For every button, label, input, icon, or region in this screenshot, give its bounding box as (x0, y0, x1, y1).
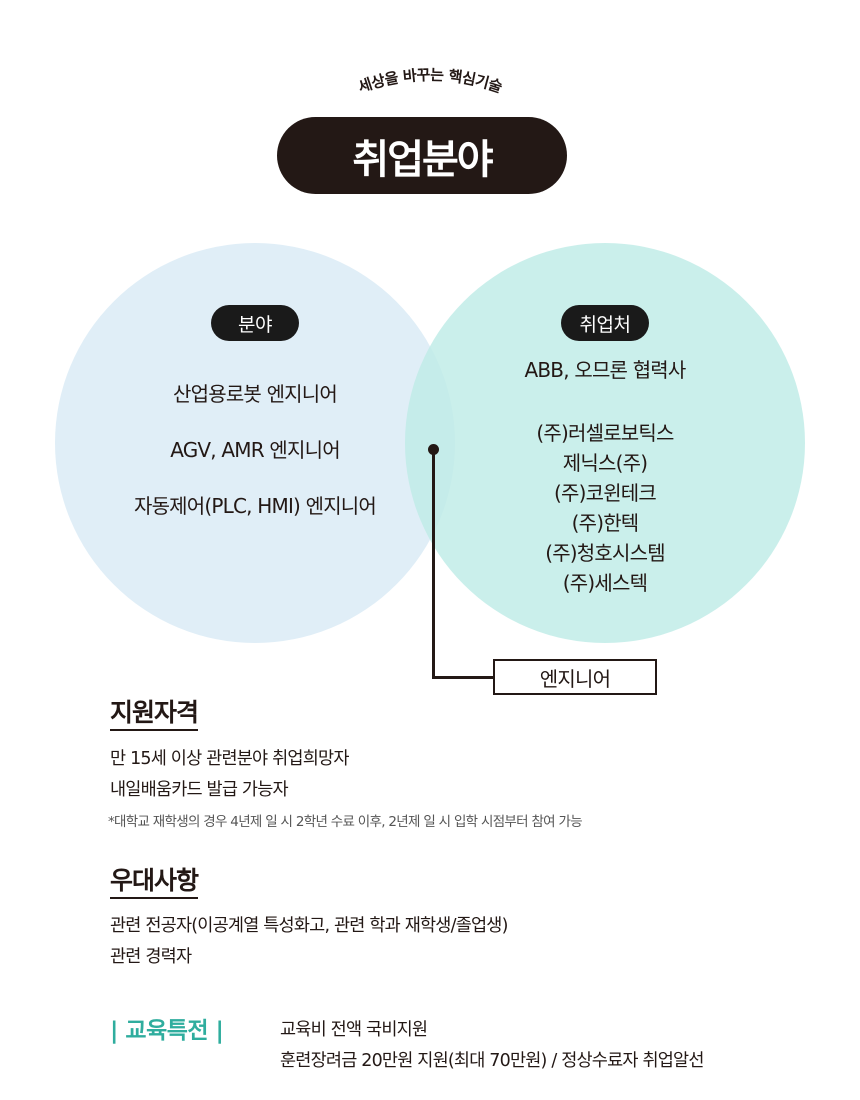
preferences-title: 우대사항 (110, 866, 199, 899)
arc-subtitle: 세상을 바꾸는 핵심기술 (330, 50, 530, 110)
field-item: 산업용로봇 엔지니어 (173, 382, 338, 406)
employer-item: (주)세스텍 (562, 571, 648, 595)
employer-list: (주)러셀로보틱스 제닉스(주) (주)코윈테크 (주)한텍 (주)청호시스템 … (430, 418, 780, 598)
employer-item: (주)청호시스템 (545, 541, 665, 565)
qualification-note: *대학교 재학생의 경우 4년제 일 시 2학년 수료 이후, 2년제 일 시 … (108, 814, 583, 830)
qualification-line: 내일배움카드 발급 가능자 (110, 780, 289, 800)
badge-field: 분야 (211, 305, 299, 341)
field-list: 산업용로봇 엔지니어 AGV, AMR 엔지니어 자동제어(PLC, HMI) … (55, 380, 455, 548)
qualifications-title: 지원자격 (110, 698, 199, 731)
connector-dot (428, 444, 439, 455)
field-item: AGV, AMR 엔지니어 (170, 438, 340, 462)
arc-subtitle-text: 세상을 바꾸는 핵심기술 (356, 66, 506, 97)
connector-line-vertical (432, 450, 435, 678)
benefit-line: 훈련장려금 20만원 지원(최대 70만원) / 정상수료자 취업알선 (280, 1051, 704, 1071)
arc-subtitle-graphic: 세상을 바꾸는 핵심기술 (356, 66, 506, 97)
connector-line-horizontal (432, 676, 494, 679)
preference-line: 관련 경력자 (110, 947, 192, 967)
employer-item: (주)코윈테크 (553, 481, 657, 505)
employer-item: (주)한텍 (571, 511, 640, 535)
svg-text:세상을 바꾸는 핵심기술: 세상을 바꾸는 핵심기술 (356, 66, 505, 97)
employer-item: 제닉스(주) (562, 451, 648, 475)
intersection-label: 엔지니어 (493, 659, 657, 695)
preference-line: 관련 전공자(이공계열 특성화고, 관련 학과 재학생/졸업생) (110, 916, 508, 936)
field-item: 자동제어(PLC, HMI) 엔지니어 (133, 494, 377, 518)
benefit-line: 교육비 전액 국비지원 (280, 1020, 428, 1040)
qualification-line: 만 15세 이상 관련분야 취업희망자 (110, 749, 349, 769)
employer-headline: ABB, 오므론 협력사 (524, 358, 687, 382)
employer-item: (주)러셀로보틱스 (536, 421, 674, 445)
badge-employer: 취업처 (561, 305, 649, 341)
benefits-label: | 교육특전 | (110, 1018, 224, 1044)
page-title: 취업분야 (277, 117, 567, 194)
